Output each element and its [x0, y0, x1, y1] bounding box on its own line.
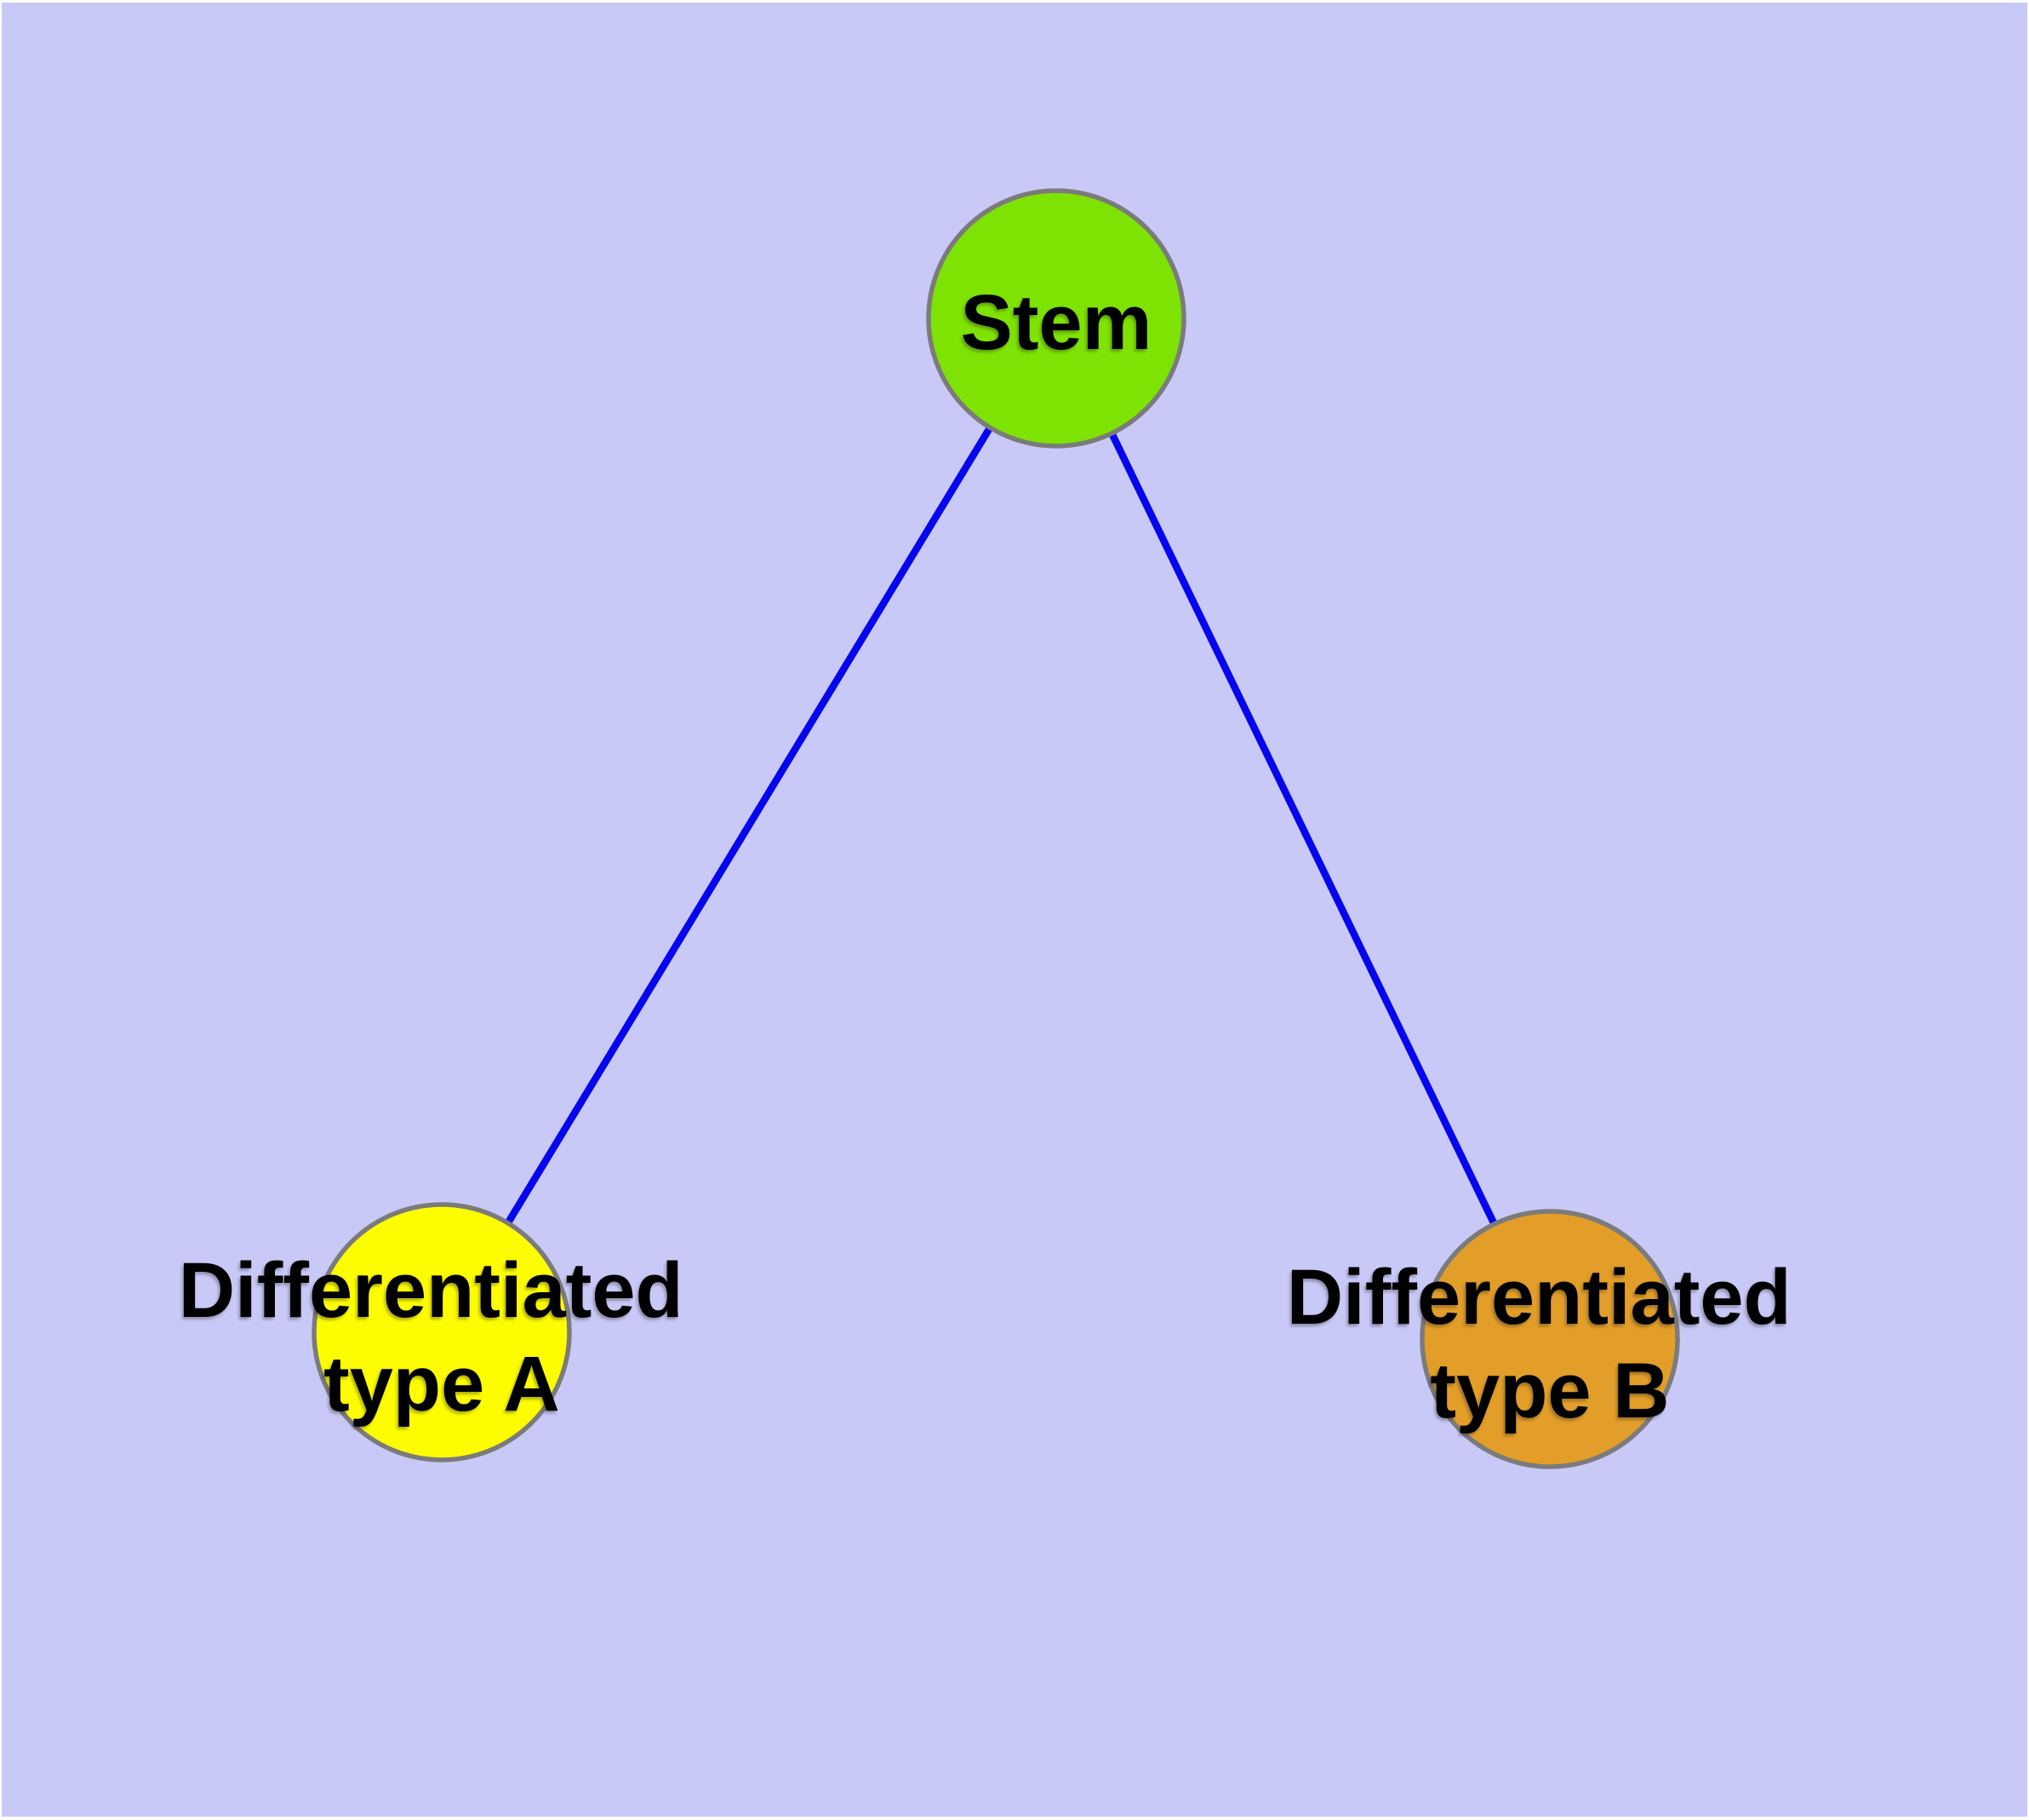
node-stem-label: Stem: [961, 279, 1152, 366]
edges-group: [438, 316, 1553, 1341]
node-type-b-label-line1: Differentiated: [1287, 1254, 1792, 1341]
node-differentiated-type-b: Differentiated type B: [1287, 1209, 1814, 1469]
node-type-b-circle: [1420, 1209, 1680, 1469]
node-type-b-label-line2: type B: [1430, 1348, 1669, 1434]
node-stem: Stem: [926, 188, 1186, 449]
edge-stem-to-type-a: [438, 316, 1060, 1335]
node-type-a-circle: [311, 1202, 572, 1462]
node-type-b-label: Differentiated type B: [1287, 1254, 1814, 1434]
node-type-a-label-line2: type A: [323, 1341, 560, 1428]
node-type-a-label-line1: Differentiated: [179, 1247, 683, 1334]
node-differentiated-type-a: Differentiated type A: [179, 1202, 706, 1462]
node-stem-circle: [926, 188, 1186, 449]
node-type-a-label: Differentiated type A: [179, 1247, 706, 1428]
edge-stem-to-type-b: [1053, 317, 1553, 1341]
